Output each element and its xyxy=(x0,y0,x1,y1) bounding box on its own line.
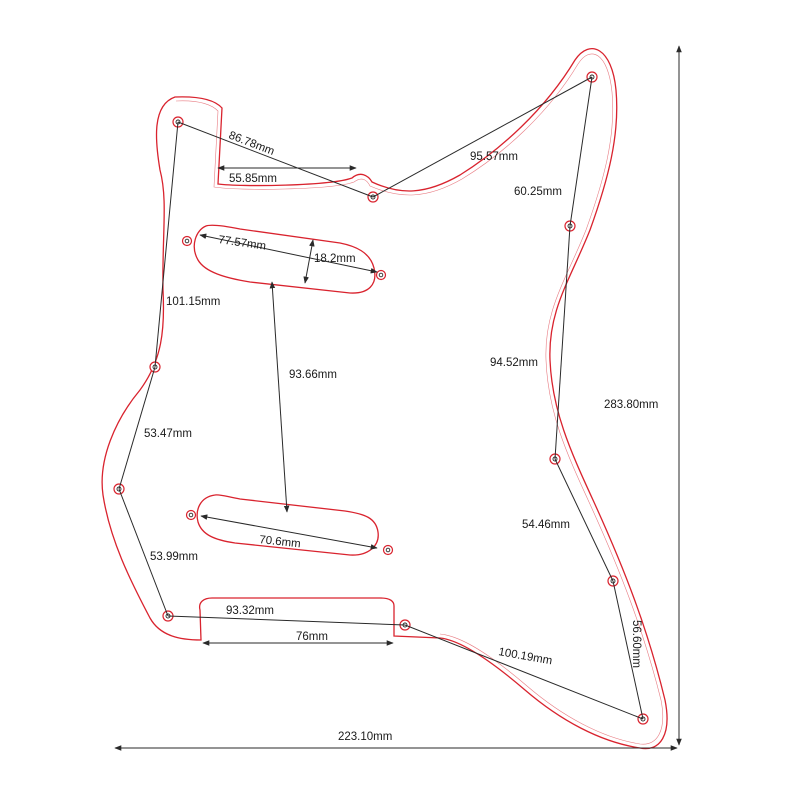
pickup-spacing-line xyxy=(269,281,290,513)
pickguard-outline xyxy=(101,48,668,750)
bottom-width-line xyxy=(167,615,406,626)
label-pickup-height: 18.2mm xyxy=(314,253,356,265)
label-right-lower: 54.46mm xyxy=(522,519,570,531)
label-overall-height: 283.80mm xyxy=(604,399,658,411)
label-right-upper: 60.25mm xyxy=(514,186,562,198)
screw-holes xyxy=(113,71,649,725)
label-bottom-cutout: 76mm xyxy=(296,631,328,643)
bottom-diag-line xyxy=(404,624,644,720)
left-upper-line xyxy=(154,121,179,368)
label-left-lower: 53.99mm xyxy=(150,551,198,563)
bridge-pickup-length-line xyxy=(200,514,378,550)
label-left-middle: 53.47mm xyxy=(144,428,192,440)
left-middle-line xyxy=(118,366,156,490)
label-right-middle: 94.52mm xyxy=(490,357,538,369)
label-bridge-pickup-length: 70.6mm xyxy=(259,534,302,550)
pickup-screw-hole xyxy=(181,235,193,247)
pickup-height-line xyxy=(303,239,315,284)
left-lower-line xyxy=(118,488,169,617)
label-pickup-spacing: 93.66mm xyxy=(289,369,337,381)
neck-pickup-length-line xyxy=(199,233,378,274)
pickup-screw-hole xyxy=(375,269,387,281)
right-lower-line xyxy=(554,458,614,582)
neck-pickup-cutout xyxy=(193,224,376,294)
pickup-screw-hole xyxy=(382,544,394,556)
measurement-lines xyxy=(114,45,682,751)
label-neck-pickup-length: 77.57mm xyxy=(218,234,267,253)
screw-hole xyxy=(586,71,598,83)
label-bottom-width: 93.32mm xyxy=(226,605,274,617)
right-middle-line xyxy=(554,225,571,460)
right-upper-line xyxy=(569,76,593,227)
pickup-screw-hole xyxy=(185,509,197,521)
label-overall-width: 223.10mm xyxy=(338,731,392,743)
top-left-diag-line xyxy=(177,121,374,198)
label-top-right-diag: 95.57mm xyxy=(470,151,518,163)
top-right-diag-line xyxy=(372,76,593,198)
label-neck-pocket-width: 55.85mm xyxy=(229,173,277,185)
label-left-upper: 101.15mm xyxy=(166,296,220,308)
label-bottom-diag: 100.19mm xyxy=(497,646,553,667)
dimension-labels: 86.78mm 55.85mm 95.57mm 60.25mm 94.52mm … xyxy=(144,130,658,743)
bottom-right-line xyxy=(612,580,644,720)
label-bottom-right: 56.60mm xyxy=(630,620,642,668)
